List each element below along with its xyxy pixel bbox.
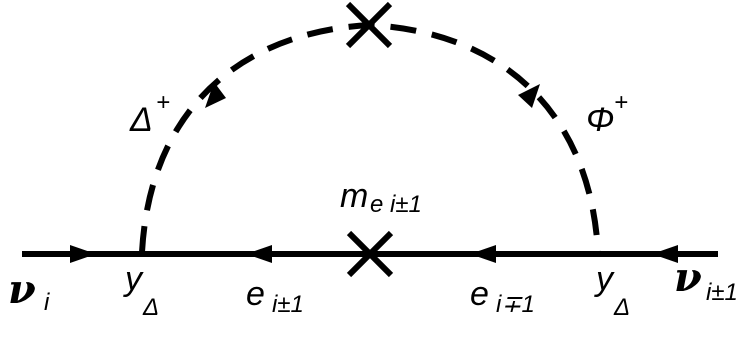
arrow-nu-in xyxy=(70,245,96,263)
label-delta-sup: + xyxy=(156,89,170,116)
label-mass: m xyxy=(340,177,368,215)
label-phi: Φ xyxy=(586,101,614,139)
label-mass-sub: e i±1 xyxy=(370,191,422,218)
label-e-right: e xyxy=(470,275,489,313)
arc-vertex-cross xyxy=(345,1,393,49)
label-vertex-left: y xyxy=(123,260,144,298)
label-nu-in: ν xyxy=(8,266,36,313)
arrow-nu-out xyxy=(652,245,678,263)
arrow-delta xyxy=(205,82,226,108)
mass-insertion-cross xyxy=(346,230,394,278)
label-nu-in-sub: i xyxy=(44,289,50,316)
label-e-left: e xyxy=(246,275,265,313)
arrow-e-left xyxy=(246,245,272,263)
arrow-phi xyxy=(518,84,540,108)
label-e-left-sub: i±1 xyxy=(272,291,304,318)
label-nu-out-sub: i±1 xyxy=(706,279,738,306)
label-vertex-right: y xyxy=(594,260,615,298)
label-vertex-right-sub: Δ xyxy=(613,294,630,321)
label-e-right-sub: i∓1 xyxy=(496,291,535,318)
label-nu-out: ν xyxy=(674,254,702,301)
label-delta: Δ xyxy=(129,101,153,139)
label-phi-sup: + xyxy=(614,89,628,116)
arrow-e-right xyxy=(470,245,496,263)
label-vertex-left-sub: Δ xyxy=(142,294,159,321)
